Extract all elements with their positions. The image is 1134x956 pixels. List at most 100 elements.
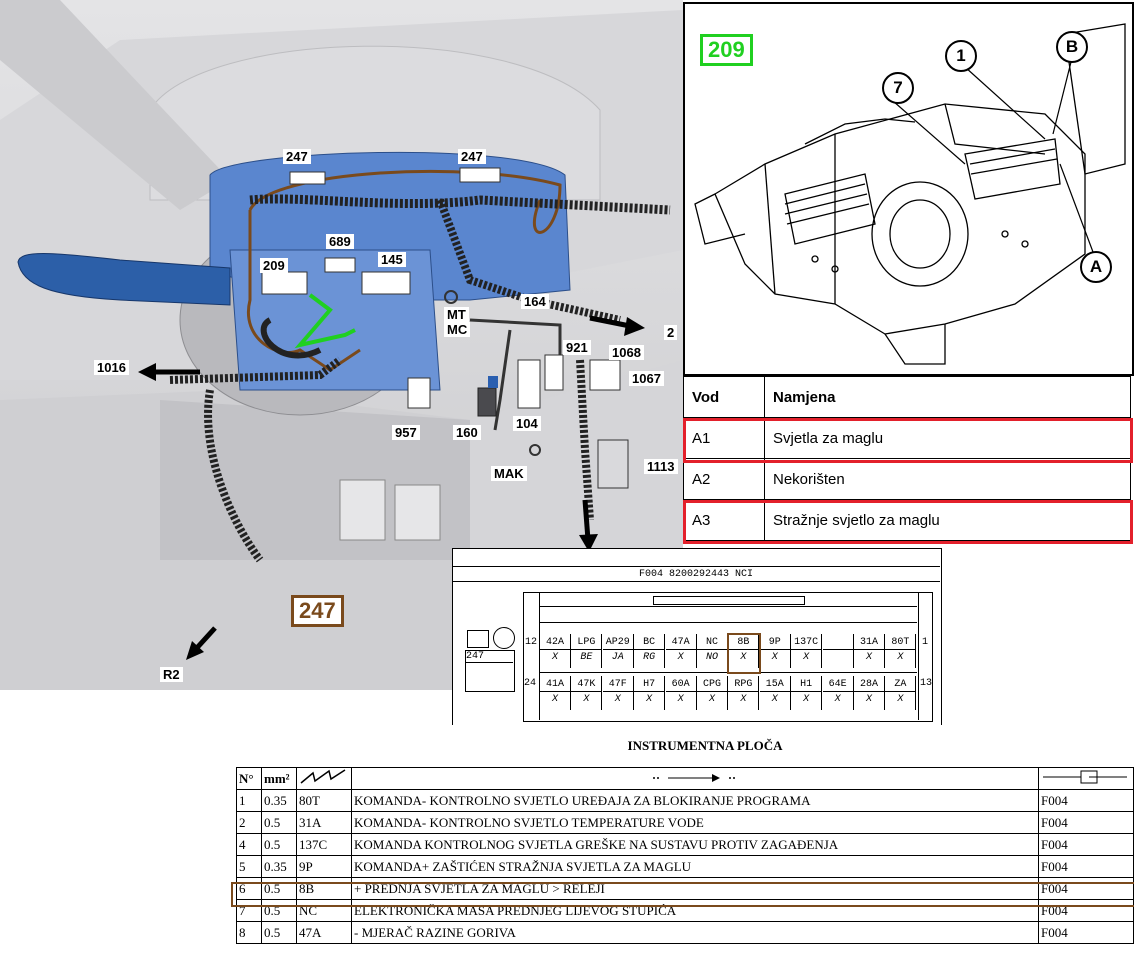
legend-row: A3 Stražnje svjetlo za maglu bbox=[683, 499, 1131, 541]
pin-cell bbox=[823, 634, 854, 668]
connector-247-divider bbox=[539, 622, 917, 623]
connector-plug-icon bbox=[1043, 770, 1127, 783]
wiring-cell-desc: KOMANDA- KONTROLNO SVJETLO TEMPERATURE V… bbox=[351, 811, 1039, 834]
pin-value: X bbox=[803, 652, 810, 663]
connector-247-header: F004 8200292443 NCI bbox=[638, 569, 754, 580]
pin-code: 42A bbox=[545, 637, 564, 648]
pin-code: 15A bbox=[765, 679, 784, 690]
pin-code: 47K bbox=[577, 679, 596, 690]
pin-cell bbox=[603, 634, 634, 668]
pin-value: X bbox=[708, 694, 715, 705]
pin-row-label-24: 24 bbox=[524, 678, 537, 689]
col-no: N° bbox=[236, 767, 262, 790]
pin-cell bbox=[697, 676, 728, 710]
label-145: 145 bbox=[378, 252, 406, 267]
col-mm: mm² bbox=[261, 767, 297, 790]
wiring-cell-dest: F004 bbox=[1038, 855, 1134, 878]
label-1067: 1067 bbox=[629, 371, 664, 386]
row-6-highlight bbox=[231, 882, 1134, 907]
pin-code: 41A bbox=[545, 679, 564, 690]
label-209: 209 bbox=[260, 258, 288, 273]
pin-cell bbox=[760, 676, 791, 710]
pin-separator bbox=[571, 649, 602, 650]
highlight-a1 bbox=[683, 418, 1133, 463]
pin-separator bbox=[540, 691, 570, 692]
pin-code: 28A bbox=[859, 679, 878, 690]
pin-value: X bbox=[803, 694, 810, 705]
legend-row: A1 Svjetla za maglu bbox=[683, 417, 1131, 459]
label-mak: MAK bbox=[491, 466, 527, 481]
wiring-cell-wire: 137C bbox=[296, 833, 352, 856]
wiring-cell-no: 2 bbox=[236, 811, 262, 834]
pin-code: 60A bbox=[671, 679, 690, 690]
col-connector-icon bbox=[1038, 767, 1134, 790]
col-wire-icon bbox=[296, 767, 352, 790]
pin-value: RG bbox=[643, 652, 656, 663]
legend-vod: A2 bbox=[683, 458, 765, 500]
pin-separator bbox=[634, 649, 665, 650]
label-247-left: 247 bbox=[283, 149, 311, 164]
pin-value: NO bbox=[705, 652, 718, 663]
wiring-cell-no: 5 bbox=[236, 855, 262, 878]
pin-separator bbox=[822, 691, 853, 692]
wiring-table-title: INSTRUMENTNA PLOČA bbox=[627, 738, 783, 753]
callout-A: A bbox=[1080, 251, 1112, 283]
pin-separator bbox=[759, 649, 790, 650]
highlight-a3 bbox=[683, 500, 1133, 544]
pin-cell bbox=[823, 676, 854, 710]
switch-assembly-drawing bbox=[694, 23, 1126, 365]
connector-247-diagram bbox=[452, 548, 942, 725]
pin-code: 47F bbox=[608, 679, 627, 690]
connector-side-box bbox=[465, 650, 515, 692]
pin-code: CPG bbox=[702, 679, 721, 690]
label-921: 921 bbox=[563, 340, 591, 355]
wiring-cell-mm: 0.35 bbox=[261, 789, 297, 812]
pin-separator bbox=[822, 649, 853, 650]
connector-247-tag: 247 bbox=[291, 595, 344, 627]
pin-separator bbox=[697, 649, 727, 650]
wiring-cell-desc: KOMANDA- KONTROLNO SVJETLO UREĐAJA ZA BL… bbox=[351, 789, 1039, 812]
wiring-cell-wire: 47A bbox=[296, 921, 352, 944]
pin-code: BC bbox=[643, 637, 656, 648]
connector-side-circle bbox=[493, 627, 515, 649]
pin-separator bbox=[759, 691, 790, 692]
wiring-cell-dest: F004 bbox=[1038, 921, 1134, 944]
pin-8B-highlight bbox=[727, 633, 761, 674]
pin-cell bbox=[666, 634, 697, 668]
pin-value: X bbox=[771, 652, 778, 663]
pin-code: 31A bbox=[859, 637, 878, 648]
pin-cell bbox=[540, 676, 571, 710]
legend-row: A2 Nekorišten bbox=[683, 458, 1131, 500]
pin-value: X bbox=[834, 694, 841, 705]
pin-cell bbox=[791, 634, 823, 668]
pin-cell bbox=[885, 634, 917, 668]
label-247-right: 247 bbox=[458, 149, 486, 164]
pin-code: LPG bbox=[577, 637, 596, 648]
pin-code: AP29 bbox=[605, 637, 630, 648]
legend-namjena: Svjetla za maglu bbox=[764, 417, 1131, 459]
wiring-cell-mm: 0.5 bbox=[261, 833, 297, 856]
legend-namjena: Stražnje svjetlo za maglu bbox=[764, 499, 1131, 541]
pin-separator bbox=[728, 691, 759, 692]
label-160: 160 bbox=[453, 425, 481, 440]
label-957: 957 bbox=[392, 425, 420, 440]
label-1016: 1016 bbox=[94, 360, 129, 375]
pin-value: X bbox=[614, 694, 621, 705]
connector-247-keyslot bbox=[653, 596, 805, 605]
label-2: 2 bbox=[664, 325, 678, 340]
pin-cell bbox=[666, 676, 697, 710]
pin-cell bbox=[760, 634, 791, 668]
label-689: 689 bbox=[326, 234, 354, 249]
pin-separator bbox=[728, 649, 759, 650]
pin-code: 9P bbox=[768, 637, 781, 648]
wiring-cell-dest: F004 bbox=[1038, 833, 1134, 856]
connector-209-tag: 209 bbox=[700, 34, 753, 66]
callout-7: 7 bbox=[882, 72, 914, 104]
label-104: 104 bbox=[513, 416, 541, 431]
pin-separator bbox=[791, 649, 822, 650]
pin-value: X bbox=[897, 694, 904, 705]
